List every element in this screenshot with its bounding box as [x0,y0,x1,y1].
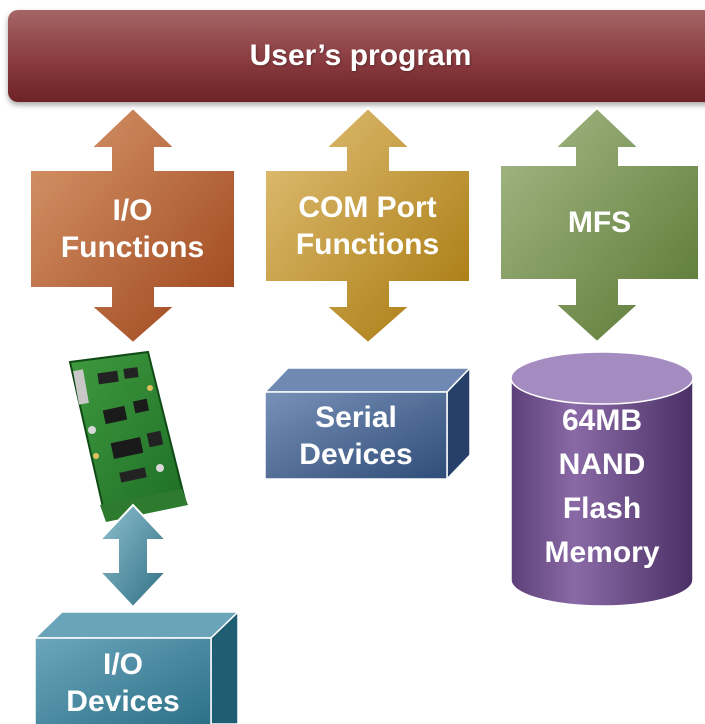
nand-flash-label: 64MB NAND Flash Memory [511,398,693,576]
io-functions-label: I/O Functions [30,176,235,282]
users-program-title: User’s program [249,39,472,72]
com-port-functions-line2: Functions [295,228,440,261]
com-port-functions-label: COM Port Functions [265,176,470,276]
nand-line3: Flash [562,492,642,525]
io-devices-label: I/O Devices [35,642,211,724]
serial-devices-line1: Serial [315,400,397,434]
nand-line2: NAND [558,448,646,481]
io-devices-line1: I/O [102,648,143,681]
serial-devices-label: Serial Devices [265,392,447,479]
io-expansion-board-image [68,350,188,522]
nand-line1: 64MB [561,404,643,437]
io-devices-line2: Devices [66,685,180,718]
mfs-arrow [499,106,700,344]
io-functions-line1: I/O [112,194,153,227]
serial-devices-line2: Devices [299,437,413,471]
io-devices-box [33,610,240,724]
nand-line4: Memory [544,536,660,569]
io-devices-arrow [97,503,169,609]
com-port-functions-arrow [264,106,471,345]
serial-devices-box [263,366,472,481]
nand-flash-cylinder [510,351,694,607]
mfs-text: MFS [567,206,632,239]
users-program-banner [8,10,705,102]
io-functions-arrow [29,106,236,345]
mfs-label: MFS [500,165,699,280]
com-port-functions-line1: COM Port [298,191,437,224]
io-functions-line2: Functions [60,231,205,264]
